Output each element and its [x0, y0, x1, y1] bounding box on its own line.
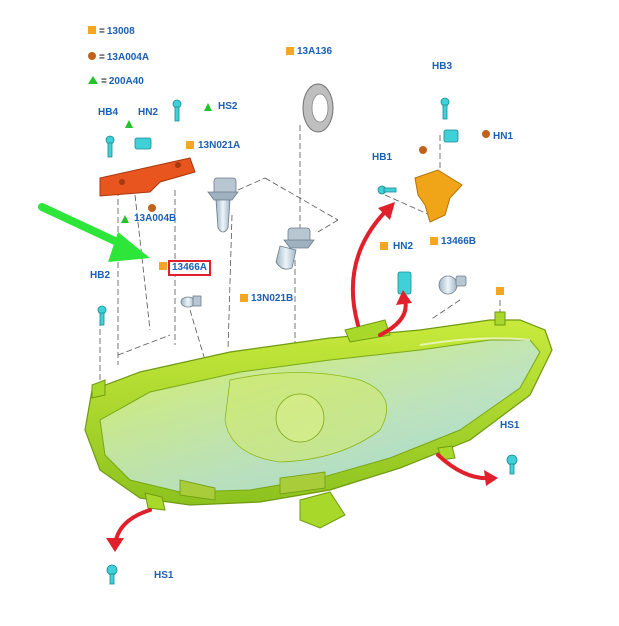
label-13466a-highlighted: 13466A	[168, 260, 212, 276]
legend-row: =200A40	[88, 76, 144, 90]
label-hb4: HB4	[98, 107, 119, 118]
triangle-marker-icon	[88, 76, 98, 84]
label-hs1-bottom: HS1	[154, 570, 174, 581]
square-marker-icon	[88, 26, 96, 34]
dot-marker-icon	[88, 52, 96, 60]
green-pointer-arrow-icon	[38, 203, 150, 262]
headlamp-bulb-icon	[207, 177, 239, 233]
label-hn2-right: HN2	[393, 241, 414, 252]
label-hb2: HB2	[90, 270, 111, 281]
legend-part: 13A004A	[106, 52, 150, 63]
headlamp-assembly-icon	[84, 311, 553, 529]
legend-part: 200A40	[108, 76, 144, 87]
red-arrow-icon	[106, 202, 498, 552]
label-13n021b: 13N021B	[251, 293, 294, 304]
bracket-icon	[414, 169, 463, 223]
label-13n021a: 13N021A	[198, 140, 241, 151]
clip-nut-icon	[134, 129, 459, 295]
label-hs2: HS2	[218, 101, 238, 112]
dust-cover-icon	[302, 83, 334, 133]
legend-part: 13008	[106, 26, 135, 37]
legend-row: =13008	[88, 26, 135, 40]
triangle-marker	[121, 103, 212, 223]
leader-lines	[99, 125, 501, 385]
dot-marker	[148, 130, 490, 212]
label-hb1: HB1	[372, 152, 393, 163]
label-13466b: 13466B	[441, 236, 477, 247]
side-marker-bulb-icon	[180, 295, 202, 308]
legend-row: =13A004A	[88, 52, 149, 66]
headlamp-bulb-icon	[275, 227, 315, 270]
label-hs1-right: HS1	[500, 420, 520, 431]
label-hn1: HN1	[493, 131, 514, 142]
side-marker-bulb-icon	[438, 275, 467, 295]
square-marker	[159, 47, 504, 302]
bolt-icon	[97, 97, 518, 585]
bracket-icon	[99, 157, 196, 197]
label-13a136: 13A136	[297, 46, 333, 57]
label-13a004b: 13A004B	[134, 213, 177, 224]
label-hn2-left: HN2	[138, 107, 159, 118]
label-hb3: HB3	[432, 61, 453, 72]
